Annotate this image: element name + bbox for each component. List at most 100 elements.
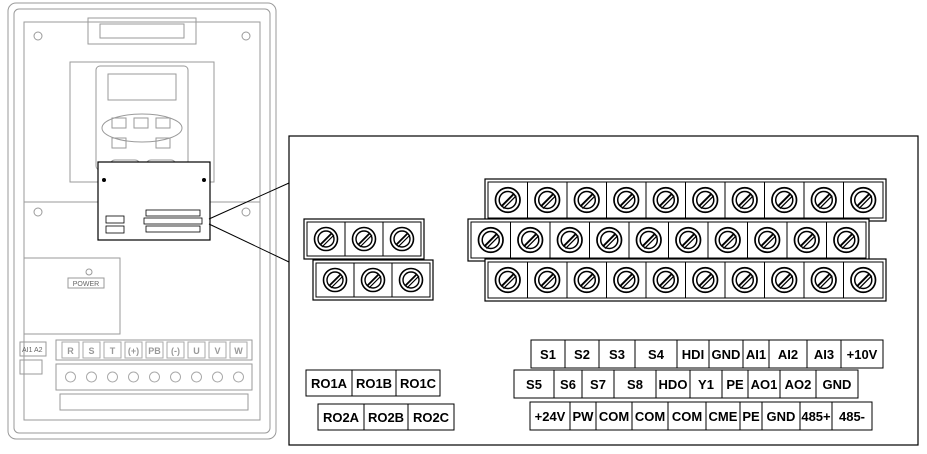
terminal-label: COM [599,409,629,424]
terminal-screw [685,261,726,299]
terminal-label-cell: AO1 [747,369,781,399]
terminal-label: S2 [574,347,590,362]
terminal-label: GND [767,409,796,424]
control-screw-row-3 [484,258,887,302]
terminal-label: +24V [535,409,566,424]
relay-screw-row-top [303,218,425,260]
terminal-screw [764,181,805,219]
terminal-screw [391,262,431,298]
power-terminal-label: W [234,346,243,356]
power-terminal-label: (+) [128,346,139,356]
power-terminal-screw [233,371,244,383]
power-terminal-label: U [193,346,200,356]
terminal-label: S7 [590,377,606,392]
terminal-screw [566,261,607,299]
control-screw-row-2 [467,218,870,262]
terminal-screw [843,261,884,299]
terminal-label: CME [709,409,738,424]
terminal-screw [786,221,827,259]
terminal-screw [628,221,669,259]
terminal-label: HDI [682,347,704,362]
terminal-label: GND [712,347,741,362]
terminal-label: RO1A [311,376,348,391]
terminal-label: Y1 [698,377,714,392]
terminal-label: GND [823,377,852,392]
terminal-screw [589,221,630,259]
terminal-label-cell: HDI [676,339,710,369]
analog-io-label: AI1 [22,347,33,354]
power-terminal: W [229,341,248,383]
terminal-screw [645,181,686,219]
terminal-label: S3 [609,347,625,362]
terminal-label: AO2 [785,377,812,392]
power-terminal: T [103,341,122,383]
terminal-screw [606,261,647,299]
terminal-label-cell: S5 [513,369,555,399]
power-terminal-label: T [110,346,116,356]
terminal-label-cell: AI3 [806,339,842,369]
power-terminal: V [208,341,227,383]
power-terminal: R [61,341,80,383]
terminal-screw [527,181,568,219]
terminal-label: 485- [839,409,865,424]
power-terminal-label: S [88,346,94,356]
power-label: POWER [73,281,99,288]
power-terminal-strip: R S T (+) PB (-) U V W [61,341,248,383]
terminal-label: S8 [627,377,643,392]
terminal-label: COM [635,409,665,424]
terminal-label-cell: S7 [581,369,615,399]
terminal-screw [707,221,748,259]
power-terminal-label: (-) [171,346,180,356]
terminal-label: AO1 [751,377,778,392]
power-terminal-screw [86,371,97,383]
power-terminal-screw [170,371,181,383]
terminal-label-cell: HDO [655,369,691,399]
terminal-label-cell: RO1A [305,369,353,397]
terminal-screw [668,221,709,259]
terminal-label: RO1B [356,376,392,391]
terminal-screw [315,262,355,298]
terminal-label-cell: S6 [553,369,583,399]
terminal-screw [606,181,647,219]
terminal-label: PE [726,377,744,392]
terminal-screw [353,262,393,298]
power-terminal-label: PB [148,346,161,356]
terminal-label: S4 [648,347,665,362]
power-terminal-label: V [214,346,220,356]
analog-io-label: A2 [34,347,43,354]
terminal-label: RO1C [400,376,437,391]
terminal-label-cell: AO2 [779,369,817,399]
power-terminal-screw [212,371,223,383]
terminal-screw [382,221,422,257]
terminal-screw [724,181,765,219]
terminal-screw [470,221,511,259]
relay-terminal-block [303,218,434,301]
terminal-screw [843,181,884,219]
terminal-screw [826,221,867,259]
terminal-screw [724,261,765,299]
terminal-label-cell: RO2A [317,403,365,431]
terminal-label-cell: +10V [840,339,884,369]
terminal-label-cell: CME [705,401,741,431]
terminal-label: HDO [659,377,688,392]
terminal-label-cell: COM [667,401,707,431]
terminal-label-cell: AI1 [742,339,770,369]
terminal-screw [764,261,805,299]
terminal-label-cell: Y1 [689,369,723,399]
terminal-label-cell: COM [595,401,633,431]
terminal-label: AI2 [778,347,798,362]
terminal-screw [549,221,590,259]
power-terminal: (-) [166,341,185,383]
power-terminal-label: R [67,346,74,356]
terminal-label-cell: S3 [598,339,636,369]
terminal-screw [344,221,384,257]
terminal-label-cell: COM [631,401,669,431]
terminal-label-cell: GND [708,339,744,369]
control-terminal-block [467,178,887,302]
terminal-screw [487,181,528,219]
